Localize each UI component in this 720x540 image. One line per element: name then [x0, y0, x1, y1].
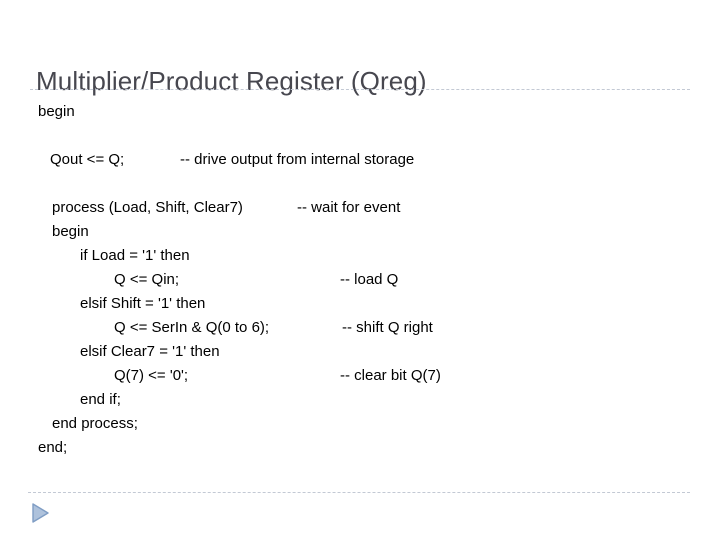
code-comment: -- clear bit Q(7)	[340, 367, 441, 384]
next-slide-button[interactable]	[30, 501, 52, 525]
page-title: Multiplier/Product Register (Qreg)	[36, 66, 427, 97]
code-comment: -- wait for event	[297, 199, 401, 216]
code-line: end if;	[0, 388, 720, 412]
code-comment: -- shift Q right	[342, 319, 433, 336]
play-triangle-icon	[32, 503, 49, 523]
code-line: process (Load, Shift, Clear7) -- wait for…	[0, 196, 720, 220]
code-statement: end process;	[52, 415, 138, 432]
code-statement: begin	[38, 103, 75, 120]
code-line: Q <= Qin; -- load Q	[0, 268, 720, 292]
code-statement: elsif Shift = '1' then	[80, 295, 206, 312]
code-statement: Q <= Qin;	[114, 271, 180, 288]
code-statement: elsif Clear7 = '1' then	[80, 343, 220, 360]
code-statement: begin	[52, 223, 89, 240]
code-line: Qout <= Q; -- drive output from internal …	[0, 148, 720, 172]
code-statement: if Load = '1' then	[80, 247, 190, 264]
code-comment: -- drive output from internal storage	[180, 151, 415, 168]
code-blank-line	[0, 124, 720, 148]
code-comment: -- load Q	[340, 271, 399, 288]
code-line: elsif Shift = '1' then	[0, 292, 720, 316]
code-line: Q(7) <= '0'; -- clear bit Q(7)	[0, 364, 720, 388]
code-statement: process (Load, Shift, Clear7)	[52, 199, 243, 216]
code-line: begin	[0, 100, 720, 124]
code-line: end process;	[0, 412, 720, 436]
code-statement: end;	[38, 439, 68, 456]
code-line: begin	[0, 220, 720, 244]
code-line: if Load = '1' then	[0, 244, 720, 268]
code-statement: end if;	[80, 391, 121, 408]
code-statement: Qout <= Q;	[50, 151, 125, 168]
code-statement: Q <= SerIn & Q(0 to 6);	[114, 319, 270, 336]
title-separator	[30, 89, 690, 90]
footer-separator	[28, 492, 690, 493]
code-line: Q <= SerIn & Q(0 to 6); -- shift Q right	[0, 316, 720, 340]
code-line: elsif Clear7 = '1' then	[0, 340, 720, 364]
code-blank-line	[0, 172, 720, 196]
code-statement: Q(7) <= '0';	[114, 367, 189, 384]
code-line: end;	[0, 436, 720, 460]
